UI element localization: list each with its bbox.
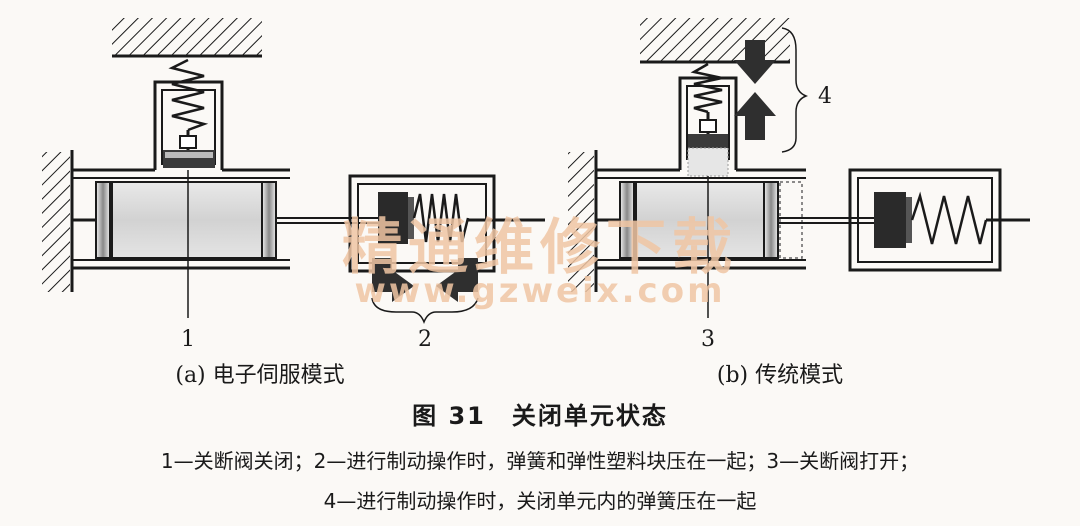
brace-2 (371, 297, 479, 325)
spring-b (690, 62, 723, 114)
watermark-cn: 精通维修下载 (342, 213, 738, 283)
cylinder-a (111, 181, 263, 259)
watermark-url: www.gzweix.com (354, 271, 725, 311)
top-mount-b (640, 18, 790, 62)
shutoff-valve-open (688, 134, 728, 148)
label-3: 3 (701, 327, 715, 352)
right-housing-a (348, 174, 496, 273)
spring-relaxed-b (910, 191, 988, 245)
figure-title: 图 31 关闭单元状态 (412, 402, 668, 430)
spring-compressed-a (412, 193, 470, 243)
spring-housing-a (153, 80, 224, 170)
elastic-block-a (378, 192, 408, 244)
left-wall-b (568, 152, 594, 292)
piston-right-a (261, 181, 277, 259)
brace-4 (781, 27, 809, 153)
legend-line-2: 4—进行制动操作时，关闭单元内的弹簧压在一起 (323, 489, 757, 513)
piston-right-b (763, 181, 779, 259)
arrow-down-4 (734, 40, 776, 84)
spring-housing-b (678, 76, 738, 170)
label-1: 1 (181, 327, 195, 352)
compress-arrow-left (372, 258, 414, 302)
label-2: 2 (418, 327, 432, 352)
top-mount-a (112, 18, 262, 56)
cylinder-b (635, 181, 765, 259)
label-4: 4 (818, 84, 832, 109)
legend-line-1: 1—关断阀关闭；2—进行制动操作时，弹簧和弹性塑料块压在一起；3—关断阀打开； (160, 449, 920, 473)
panel-b-traditional: 4 3 (b) 传统模式 (568, 18, 1030, 388)
piston-left-a (95, 181, 111, 259)
left-wall-a (42, 152, 70, 292)
arrow-up-4 (734, 92, 776, 140)
spring-a (168, 58, 209, 132)
panel-a-electronic-servo: 1 2 (a) 电子伺服模式 (42, 18, 545, 388)
caption-b: (b) 传统模式 (717, 363, 843, 388)
compress-arrow-right (436, 258, 478, 302)
elastic-block-b (874, 192, 906, 248)
caption-a: (a) 电子伺服模式 (175, 363, 344, 388)
